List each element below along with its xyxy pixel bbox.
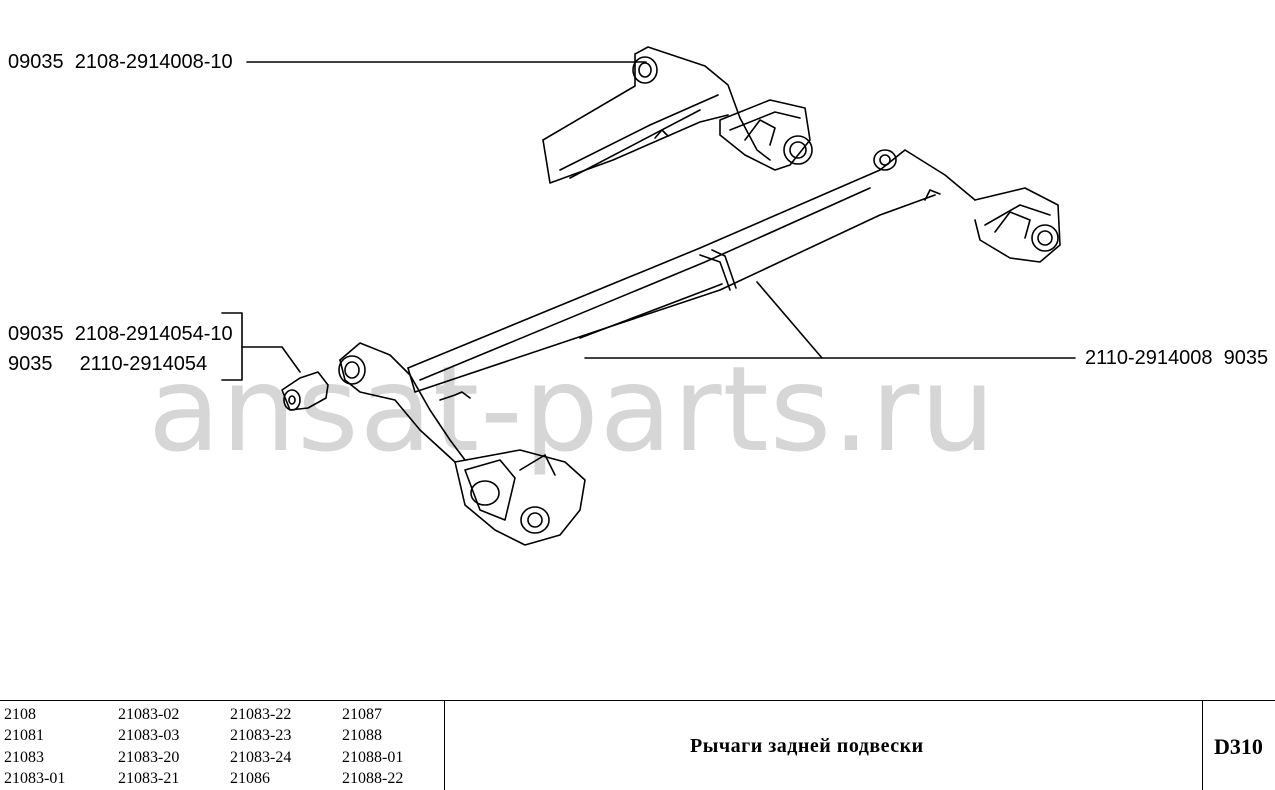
upper-trailing-arm <box>542 46 813 184</box>
page-title: Рычаги задней подвески <box>690 735 924 757</box>
callout-silent-block-2: 9035 2110-2914054 <box>8 352 207 376</box>
model-item: 21083 <box>4 749 44 766</box>
model-item: 21083-24 <box>230 749 292 766</box>
rear-beam <box>407 149 1061 393</box>
page-code: D310 <box>1214 734 1263 759</box>
callout-part-number: 2108-2914054-10 <box>74 323 233 345</box>
callout-silent-block-1: 09035 2108-2914054-10 <box>8 322 233 346</box>
suspension-drawing <box>221 46 1076 546</box>
callout-upper-arm: 09035 2108-2914008-10 <box>8 50 233 74</box>
title-cell: Рычаги задней подвески <box>446 701 1203 790</box>
callout-part-number: 2110-2914008 <box>1085 347 1213 369</box>
lower-trailing-arm <box>338 342 586 546</box>
silent-block <box>281 371 329 411</box>
callout-code: 9035 <box>8 353 53 375</box>
model-item: 21083-23 <box>230 727 292 744</box>
model-item: 21083-20 <box>118 749 180 766</box>
callout-code: 9035 <box>1223 347 1269 369</box>
model-item: 21083-02 <box>118 706 180 723</box>
model-item: 21081 <box>4 727 44 744</box>
model-item: 21083-03 <box>118 727 180 744</box>
model-list: 2108 21083-02 21083-22 21087 21081 21083… <box>0 701 445 790</box>
callout-part-number: 2108-2914008-10 <box>74 51 233 73</box>
model-item: 21088-01 <box>342 749 404 766</box>
title-block: 2108 21083-02 21083-22 21087 21081 21083… <box>0 700 1275 790</box>
page-code-cell: D310 <box>1204 701 1275 790</box>
model-item: 21087 <box>342 706 382 723</box>
callout-rear-beam: 2110-2914008 9035 <box>1085 346 1268 370</box>
model-item: 21088 <box>342 727 382 744</box>
model-item: 21083-21 <box>118 770 180 787</box>
model-item: 21083-22 <box>230 706 292 723</box>
leader-lines <box>221 61 1076 381</box>
model-item: 2108 <box>4 706 36 723</box>
callout-code: 09035 <box>8 51 64 73</box>
callout-code: 09035 <box>8 323 64 345</box>
model-item: 21088-22 <box>342 770 404 787</box>
model-item: 21083-01 <box>4 770 66 787</box>
model-item: 21086 <box>230 770 270 787</box>
callout-part-number: 2110-2914054 <box>79 353 208 375</box>
